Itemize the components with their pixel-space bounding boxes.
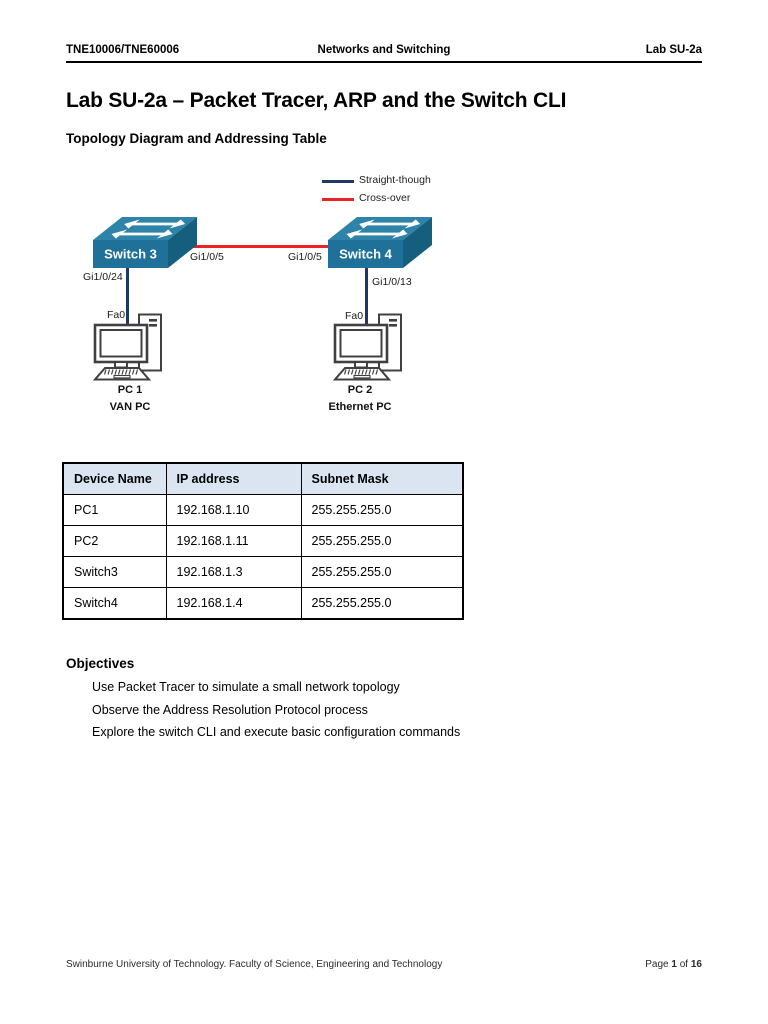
header-divider <box>66 61 702 63</box>
header-lab-code: Lab SU-2a <box>645 44 702 56</box>
pc2-subtitle-label: Ethernet PC <box>328 401 392 413</box>
table-cell: PC1 <box>62 494 167 526</box>
table-row: PC2 192.168.1.11 255.255.255.0 <box>62 525 464 557</box>
port-label-pc2-fa0: Fa0 <box>345 310 364 322</box>
footer-page-number: 1 <box>671 959 677 970</box>
section-topology-heading: Topology Diagram and Addressing Table <box>66 131 327 146</box>
footer-of-word: of <box>676 959 691 970</box>
objective-item: Use Packet Tracer to simulate a small ne… <box>92 680 400 694</box>
port-label-pc1-fa0: Fa0 <box>107 309 126 321</box>
table-header-subnet-mask: Subnet Mask <box>300 462 464 495</box>
switch4-label: Switch 4 <box>339 247 393 262</box>
pc1-name-label: PC 1 <box>117 384 143 396</box>
table-row: Switch3 192.168.1.3 255.255.255.0 <box>62 556 464 588</box>
table-cell: Switch4 <box>62 587 167 620</box>
table-cell: Switch3 <box>62 556 167 588</box>
page-title: Lab SU-2a – Packet Tracer, ARP and the S… <box>66 89 567 112</box>
straight-through-cable-pc2 <box>365 266 368 325</box>
port-label-switch3-gi105: Gi1/0/5 <box>190 251 224 263</box>
header-course-code: TNE10006/TNE60006 <box>66 44 180 56</box>
table-cell: 255.255.255.0 <box>300 556 464 588</box>
objective-item: Explore the switch CLI and execute basic… <box>92 725 461 739</box>
objective-item: Observe the Address Resolution Protocol … <box>92 702 368 717</box>
switch4-icon: Switch 4 <box>328 217 432 268</box>
objectives-list: Use Packet Tracer to simulate a small ne… <box>92 676 460 744</box>
pc1-icon <box>93 313 162 381</box>
pc2-name-label: PC 2 <box>347 384 373 396</box>
switch3-icon: Switch 3 <box>93 217 197 268</box>
switch-arrows-icon <box>111 219 186 239</box>
objectives-heading: Objectives <box>66 656 135 671</box>
table-cell: 192.168.1.3 <box>165 556 302 588</box>
legend-cross-over-label: Cross-over <box>359 192 411 204</box>
crossover-cable <box>193 245 329 248</box>
topology-diagram: Straight-though Cross-over Switch 3 <box>60 160 530 422</box>
page-header: TNE10006/TNE60006 Networks and Switching… <box>66 44 702 59</box>
port-label-switch4-gi1013: Gi1/0/13 <box>372 276 412 288</box>
table-cell: 192.168.1.4 <box>165 587 302 620</box>
table-header-device-name: Device Name <box>62 462 167 495</box>
table-header-row: Device Name IP address Subnet Mask <box>62 462 464 495</box>
switch3-label: Switch 3 <box>104 247 157 262</box>
table-row: PC1 192.168.1.10 255.255.255.0 <box>62 494 464 526</box>
switch-arrows-icon <box>346 219 421 239</box>
legend-cross-over-line <box>322 198 354 201</box>
table-cell: 255.255.255.0 <box>300 587 464 620</box>
legend-straight-through-line <box>322 180 354 183</box>
header-course-name: Networks and Switching <box>317 44 451 56</box>
footer-page-indicator: Page 1 of 16 <box>645 959 702 970</box>
table-cell: 192.168.1.10 <box>165 494 302 526</box>
pc2-icon <box>333 313 402 381</box>
port-label-switch3-gi1024: Gi1/0/24 <box>83 271 123 283</box>
table-cell: 255.255.255.0 <box>300 494 464 526</box>
table-cell: 192.168.1.11 <box>165 525 302 557</box>
pc1-subtitle-label: VAN PC <box>109 401 151 413</box>
table-cell: 255.255.255.0 <box>300 525 464 557</box>
footer-page-word: Page <box>645 959 672 970</box>
port-label-switch4-gi105: Gi1/0/5 <box>288 251 322 263</box>
footer-institution: Swinburne University of Technology. Facu… <box>66 959 443 970</box>
table-cell: PC2 <box>62 525 167 557</box>
table-header-ip-address: IP address <box>165 462 302 495</box>
table-row: Switch4 192.168.1.4 255.255.255.0 <box>62 587 464 620</box>
footer-total-pages: 16 <box>690 959 702 970</box>
legend-straight-through-label: Straight-though <box>359 174 431 186</box>
straight-through-cable-pc1 <box>126 266 129 325</box>
addressing-table: Device Name IP address Subnet Mask PC1 1… <box>62 462 464 620</box>
